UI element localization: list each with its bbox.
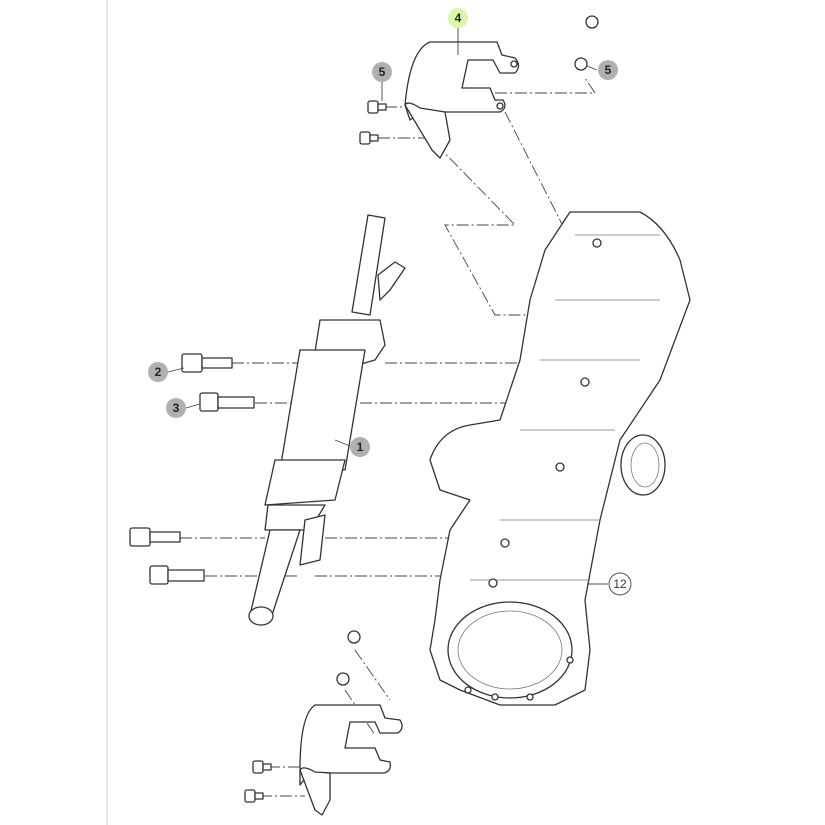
callout-label: 4 [455, 11, 462, 25]
callout-label: 1 [357, 440, 364, 454]
bolts [129, 353, 255, 585]
callout-3[interactable]: 3 [166, 398, 186, 418]
callout-label: 5 [605, 63, 612, 77]
lower-bracket [244, 630, 403, 816]
leader-lines [167, 28, 608, 585]
callout-label: 3 [173, 401, 180, 415]
callout-2[interactable]: 2 [148, 362, 168, 382]
upper-bracket [404, 41, 520, 159]
callout-1[interactable]: 1 [350, 437, 370, 457]
callout-5-right[interactable]: 5 [598, 60, 618, 80]
callout-5-left[interactable]: 5 [372, 62, 392, 82]
hardware-upper [359, 15, 599, 145]
callout-label: 2 [155, 365, 162, 379]
axle-housing [429, 211, 691, 706]
cylinder [248, 214, 406, 626]
callout-label: 5 [379, 65, 386, 79]
callout-12[interactable]: 12 [608, 572, 632, 596]
assembly-lines [180, 77, 596, 797]
callout-4[interactable]: 4 [448, 8, 468, 28]
callout-label: 12 [613, 577, 627, 591]
